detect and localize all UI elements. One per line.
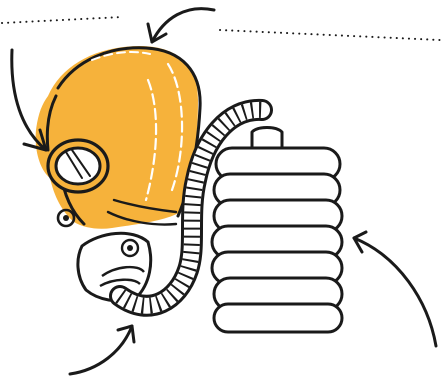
pointer-arrow-icon xyxy=(68,324,136,376)
pointer-arrows xyxy=(10,7,438,376)
dotted-line-left xyxy=(1,16,123,24)
gas-mask-hood-icon xyxy=(35,46,202,229)
filter-canister-icon xyxy=(210,126,344,334)
eyepiece-icon xyxy=(46,138,110,194)
pointer-arrow-icon xyxy=(352,230,438,348)
breathing-hose-icon xyxy=(109,98,273,317)
pointer-arrow-icon xyxy=(10,48,48,152)
pointer-arrow-icon xyxy=(146,7,216,44)
dotted-line-right xyxy=(219,29,441,41)
dotted-leader-lines xyxy=(1,16,441,41)
